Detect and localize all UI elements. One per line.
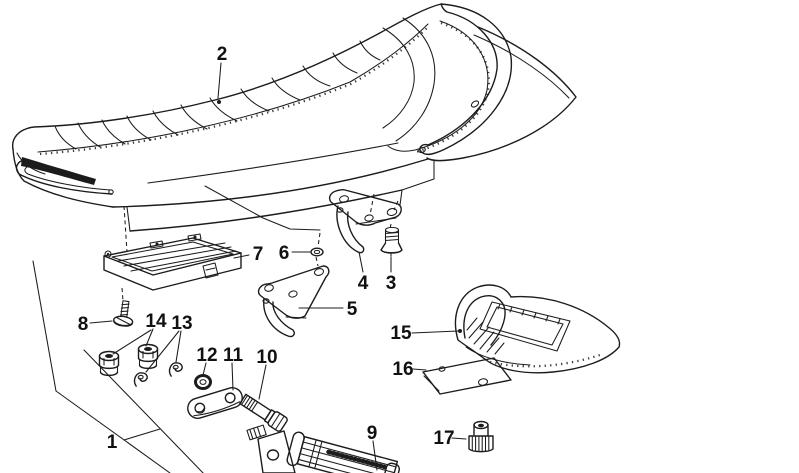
part-label-3: 3 xyxy=(386,273,397,294)
rear-grab-rail xyxy=(418,3,513,156)
part-label-9: 9 xyxy=(367,423,378,444)
seat-nose-lower-edge xyxy=(12,148,114,208)
part-label-8: 8 xyxy=(78,314,89,335)
part-label-1: 1 xyxy=(107,432,118,453)
leader-part2 xyxy=(217,62,222,104)
leader-part12 xyxy=(202,362,207,376)
leader-part4 xyxy=(358,251,364,273)
part-label-14: 14 xyxy=(145,311,167,332)
hinge-bracket-part5 xyxy=(257,265,330,338)
part-label-10: 10 xyxy=(256,347,277,368)
grommet-part6 xyxy=(310,247,324,257)
part-label-12: 12 xyxy=(196,345,217,366)
seat-top-edge xyxy=(11,3,442,150)
quilt-ribs xyxy=(54,17,436,150)
leader-part15 xyxy=(411,329,462,334)
leader-part9 xyxy=(372,440,378,471)
rail-mount-hole xyxy=(470,100,480,108)
side-crease-line xyxy=(147,142,399,184)
buffer-nut-part14-left xyxy=(98,350,120,377)
assembly-reference-lines xyxy=(32,260,204,473)
quilt-seam-stitching xyxy=(39,25,430,156)
washer-part12 xyxy=(194,374,212,390)
part-label-7: 7 xyxy=(253,244,264,265)
screw-part3 xyxy=(380,226,403,257)
seat-lock-part9 xyxy=(246,424,400,473)
leader-part1 xyxy=(123,428,161,441)
rail-end-hole xyxy=(418,146,426,154)
document-tray-part7 xyxy=(103,233,242,291)
spring-clip-part13-left xyxy=(133,372,148,387)
link-plate-part11 xyxy=(187,387,243,419)
leader-part11 xyxy=(231,362,234,391)
leader-part10 xyxy=(258,364,267,400)
hinge-bracket-part4 xyxy=(328,188,402,254)
leader-part7 xyxy=(233,254,250,259)
spring-clip-part13-right xyxy=(168,362,183,377)
part-label-4: 4 xyxy=(358,273,369,294)
leader-part8 xyxy=(89,320,113,324)
mounting-plate-part16 xyxy=(422,357,512,395)
part-label-2: 2 xyxy=(217,44,228,65)
part-label-5: 5 xyxy=(347,299,358,320)
part-label-15: 15 xyxy=(390,323,412,344)
knurled-nut-part17 xyxy=(468,420,494,453)
leader-part13 xyxy=(145,330,182,373)
front-grab-strap xyxy=(15,157,114,195)
part-label-11: 11 xyxy=(223,345,244,366)
part-label-6: 6 xyxy=(279,243,290,264)
quilt-seam xyxy=(37,23,429,153)
screw-part8 xyxy=(113,300,134,327)
rear-cowl-part15 xyxy=(454,284,621,374)
part-label-13: 13 xyxy=(171,313,192,334)
leader-part17 xyxy=(451,437,467,440)
bolt-part10 xyxy=(239,393,288,432)
leader-part16 xyxy=(412,368,427,371)
seat-bench xyxy=(11,3,490,232)
tail-cover xyxy=(426,26,577,162)
part-label-16: 16 xyxy=(392,359,413,380)
cowl-inner-hatch xyxy=(466,317,505,355)
leader-part14 xyxy=(112,328,154,355)
buffer-nut-part14-right xyxy=(137,343,159,370)
part-label-17: 17 xyxy=(433,428,454,449)
part-labels: 1 2 3 4 5 6 7 8 9 10 11 12 13 14 15 16 1… xyxy=(78,44,455,453)
leader-lines xyxy=(89,62,467,471)
